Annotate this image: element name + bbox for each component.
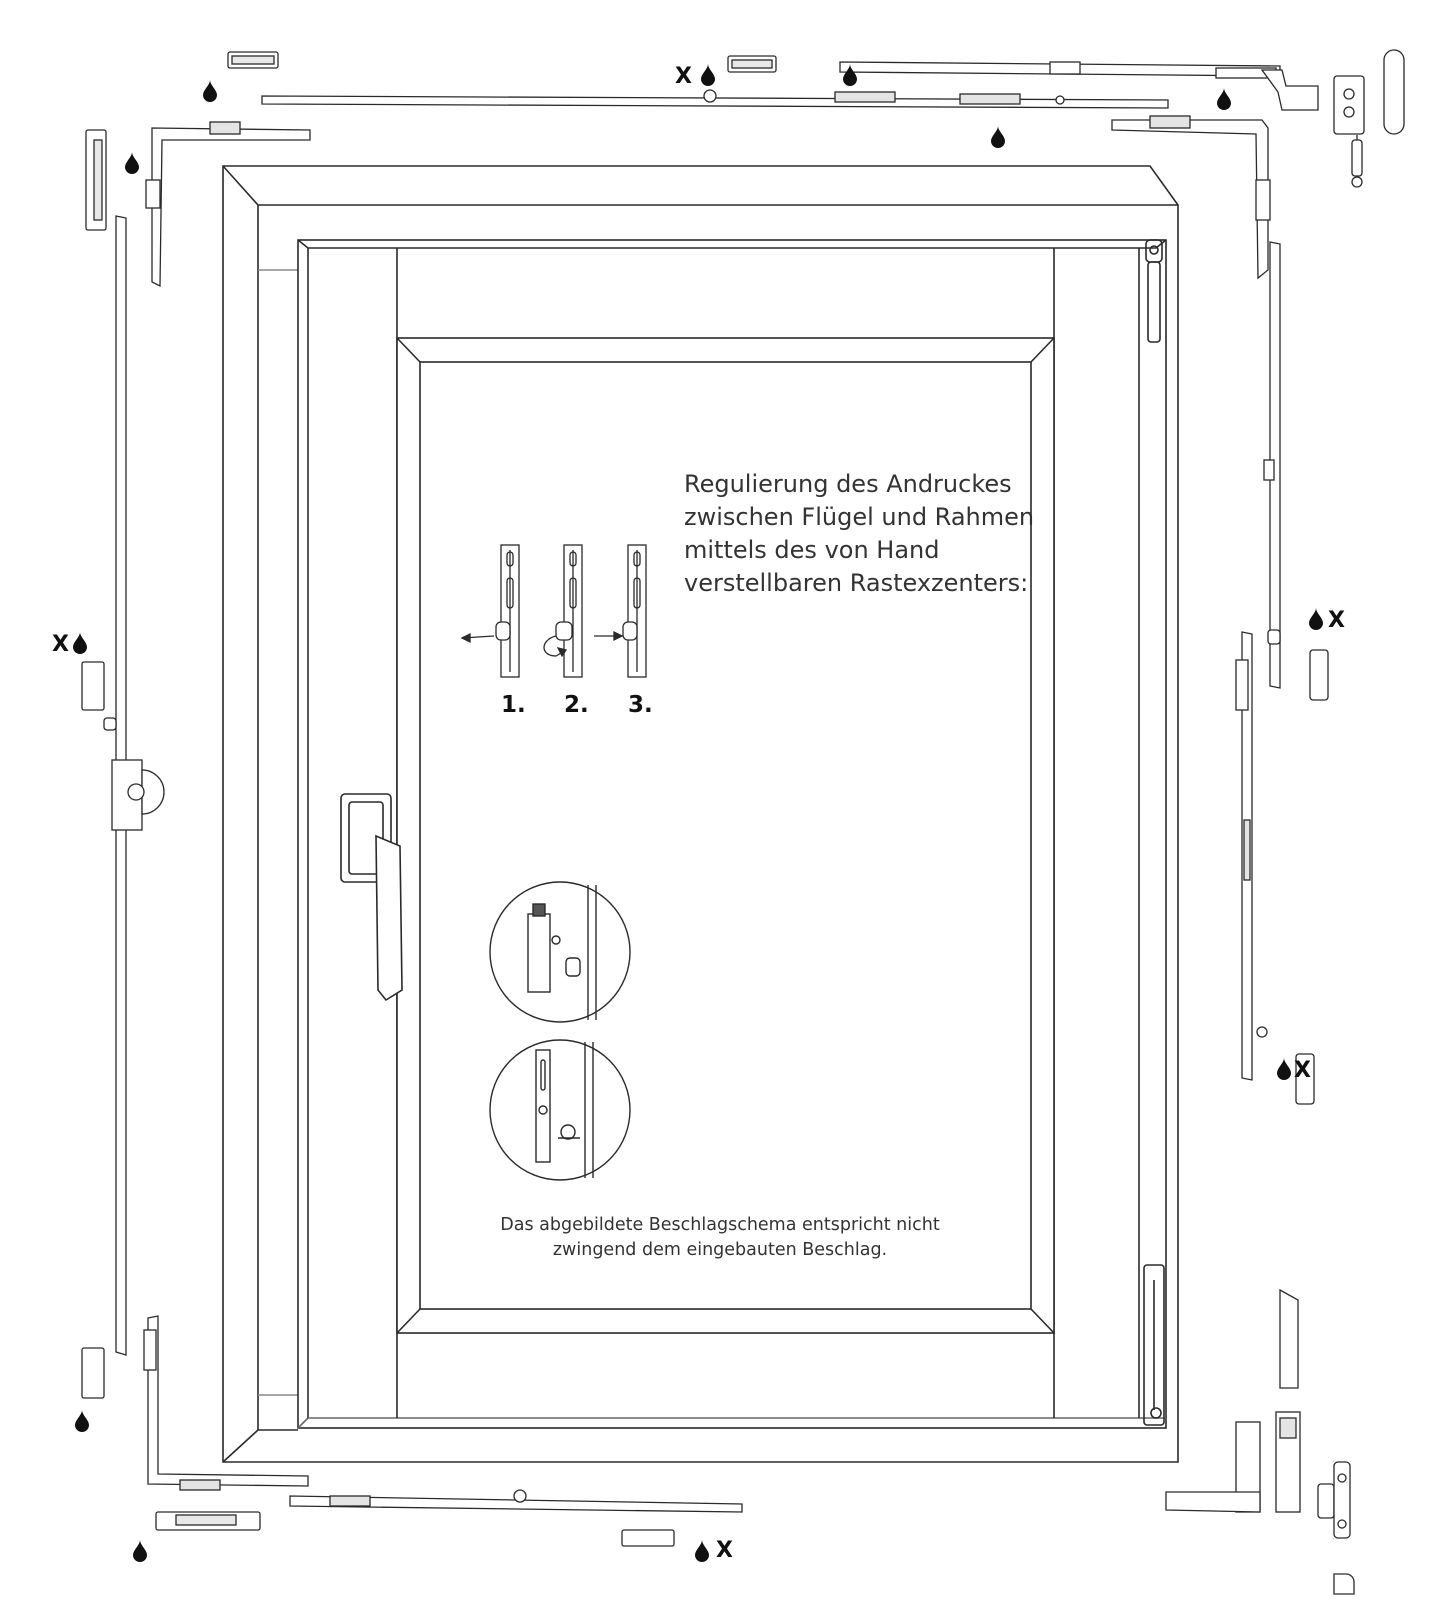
keeper-left-bottom [81,1347,105,1399]
oil-drop-icon [1217,88,1231,110]
instruction-line: Regulierung des Andruckes [684,470,1012,498]
detail-circle-bottom [489,1039,631,1181]
corner-drive-bottom-left [143,1315,309,1491]
keeper-left-middle [81,661,105,711]
oil-drop-icon [991,126,1005,148]
hinge-pin-bottom-right [1317,1461,1355,1595]
corner-drive-top-right [1111,115,1271,280]
corner-drive-top-left [145,121,311,288]
oil-drop-icon [1309,608,1323,630]
top-stay-arm [839,61,1319,111]
oil-drop-icon [133,1540,147,1562]
top-hinge-parts [1333,49,1405,188]
oil-drop-icon [1277,1058,1291,1080]
x-mark: X [675,64,692,89]
oil-drop-icon [701,64,715,86]
oil-drop-icon [75,1410,89,1432]
detail-circle-top [489,881,631,1023]
keeper-bottom-center [621,1529,675,1547]
oil-drop-icon [695,1540,709,1562]
step-label-2: 2. [564,692,589,718]
eccentric-step-2 [543,544,583,678]
oil-drop-icon [73,632,87,654]
oil-drop-icon [125,152,139,174]
keeper-right-lower [1295,1053,1315,1105]
keeper-right-middle [1309,649,1329,701]
note-line: Das abgebildete Beschlagschema entsprich… [500,1215,940,1235]
x-mark: X [1294,1058,1311,1083]
disclaimer-note: Das abgebildete Beschlagschema entsprich… [470,1213,970,1263]
step-label-1: 1. [501,692,526,718]
step-label-3: 3. [628,692,653,718]
adjustment-instruction: Regulierung des Andruckes zwischen Flüge… [684,468,1044,600]
right-espagnolette-rail-lower [1235,631,1268,1081]
eccentric-step-3 [594,544,647,678]
window-handle [340,793,403,1002]
x-mark: X [716,1538,733,1563]
window-frame [222,165,1179,1463]
oil-drop-icon [203,80,217,102]
corner-hinge-bottom-right [1165,1411,1301,1513]
top-espagnolette-rail [261,89,1169,109]
instruction-line: verstellbaren Rastexzenters: [684,569,1029,597]
x-mark: X [52,632,69,657]
instruction-line: zwischen Flügel und Rahmen [684,503,1035,531]
right-espagnolette-rail-upper [1263,241,1281,689]
eccentric-step-1 [460,544,520,678]
left-espagnolette-rail [103,215,165,1356]
bottom-espagnolette-rail [289,1489,743,1513]
instruction-line: mittels des von Hand [684,536,940,564]
note-line: zwingend dem eingebauten Beschlag. [552,1240,888,1260]
keeper-right-bottom [1279,1288,1299,1389]
eccentric-steps [460,544,647,678]
x-mark: X [1328,608,1345,633]
